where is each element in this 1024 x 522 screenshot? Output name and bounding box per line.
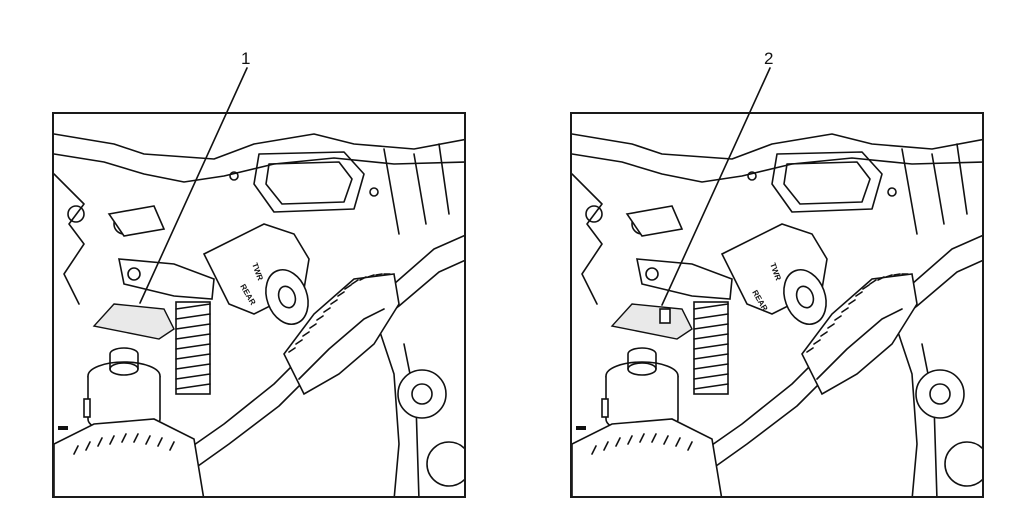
camshaft-gear <box>283 273 400 396</box>
camshaft-gear <box>801 273 918 396</box>
callout-number-1: 1 <box>241 49 251 68</box>
engine-drawing-left: TWR REAR <box>54 133 464 496</box>
right-lobe-boss <box>915 369 982 487</box>
camshaft: TWR REAR <box>720 223 828 325</box>
callout-number-2: 2 <box>764 49 774 68</box>
solenoid-actuator <box>87 347 161 434</box>
right-lobe-boss <box>397 369 464 487</box>
illustration-panel-right: TWR REAR <box>570 112 984 498</box>
valve-spring <box>175 301 211 395</box>
engine-drawing-right: TWR REAR <box>572 133 982 496</box>
valve-tip <box>659 308 671 324</box>
bottom-gear <box>572 398 723 496</box>
solenoid-actuator <box>605 347 679 434</box>
valve-spring <box>693 301 729 395</box>
camshaft: TWR REAR <box>202 223 310 325</box>
illustration-panel-left: TWR REAR <box>52 112 466 498</box>
bottom-gear <box>54 398 205 496</box>
